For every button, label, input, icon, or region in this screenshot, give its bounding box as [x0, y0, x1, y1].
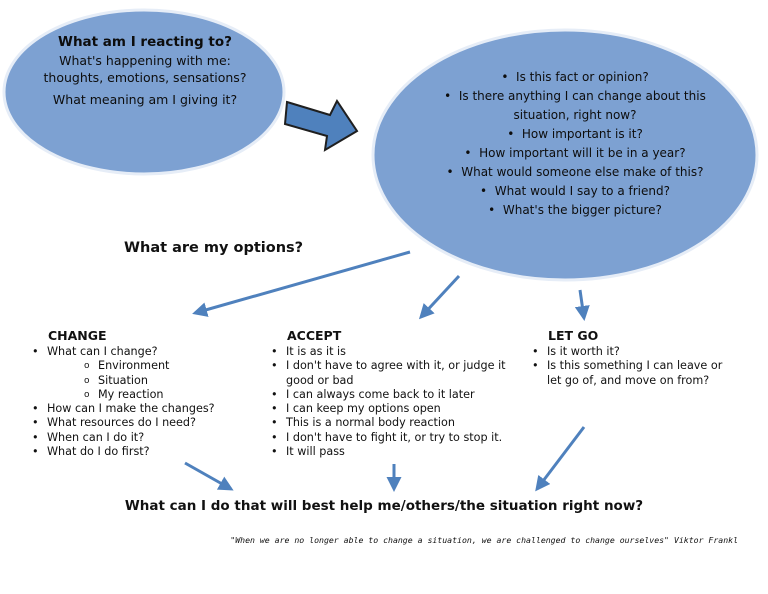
- arrow-to-letgo: [574, 289, 590, 321]
- accept-list: It is as it is I don't have to agree wit…: [267, 345, 527, 460]
- question-item: What would I say to a friend?: [425, 182, 725, 201]
- question-item: What's the bigger picture?: [425, 201, 725, 220]
- letgo-heading: LET GO: [548, 328, 599, 343]
- change-item: What do I do first?: [28, 445, 268, 460]
- change-list: What can I change? Environment Situation…: [28, 345, 268, 460]
- reacting-meaning: What meaning am I giving it?: [52, 92, 238, 107]
- accept-item: I don't have to fight it, or try to stop…: [267, 431, 527, 446]
- change-subitem: Situation: [28, 374, 268, 389]
- block-arrow: [283, 99, 359, 152]
- question-item: How important will it be in a year?: [425, 144, 725, 163]
- accept-item: It is as it is: [267, 345, 527, 360]
- accept-item: This is a normal body reaction: [267, 416, 527, 431]
- accept-item: It will pass: [267, 445, 527, 460]
- change-subitem: Environment: [28, 359, 268, 374]
- arrow-to-change: [192, 250, 411, 317]
- accept-item: I don't have to agree with it, or judge …: [267, 359, 527, 388]
- change-item: When can I do it?: [28, 431, 268, 446]
- question-item: Is this fact or opinion?: [425, 68, 725, 87]
- bottom-question: What can I do that will best help me/oth…: [124, 498, 644, 514]
- questions-bubble-text: Is this fact or opinion? Is there anythi…: [425, 68, 725, 220]
- question-item: How important is it?: [425, 125, 725, 144]
- change-column: CHANGE What can I change? Environment Si…: [28, 328, 268, 460]
- change-item: What can I change?: [28, 345, 268, 360]
- change-subitem: My reaction: [28, 388, 268, 403]
- question-item: Is there anything I can change about thi…: [425, 87, 725, 125]
- question-item: What would someone else make of this?: [425, 163, 725, 182]
- letgo-column: LET GO Is it worth it? Is this something…: [528, 328, 728, 388]
- arrow-letgo-to-bottom: [535, 426, 586, 492]
- letgo-item: Is this something I can leave or let go …: [528, 359, 728, 388]
- questions-list: Is this fact or opinion? Is there anythi…: [425, 68, 725, 220]
- accept-item: I can keep my options open: [267, 402, 527, 417]
- frankl-quote: "When we are no longer able to change a …: [230, 535, 738, 545]
- letgo-item: Is it worth it?: [528, 345, 728, 360]
- change-item: How can I make the changes?: [28, 402, 268, 417]
- reacting-happening: What's happening with me: thoughts, emot…: [43, 53, 247, 85]
- reacting-bubble: [2, 8, 286, 176]
- arrow-to-accept: [418, 274, 461, 320]
- arrow-change-to-bottom: [184, 461, 234, 491]
- accept-item: I can always come back to it later: [267, 388, 527, 403]
- accept-column: ACCEPT It is as it is I don't have to ag…: [267, 328, 527, 460]
- change-item: What resources do I need?: [28, 416, 268, 431]
- reacting-title: What am I reacting to?: [58, 34, 232, 50]
- options-label: What are my options?: [124, 240, 304, 256]
- accept-heading: ACCEPT: [287, 328, 342, 343]
- letgo-list: Is it worth it? Is this something I can …: [528, 345, 728, 388]
- reacting-bubble-text: What am I reacting to? What's happening …: [38, 34, 252, 108]
- change-heading: CHANGE: [48, 328, 107, 343]
